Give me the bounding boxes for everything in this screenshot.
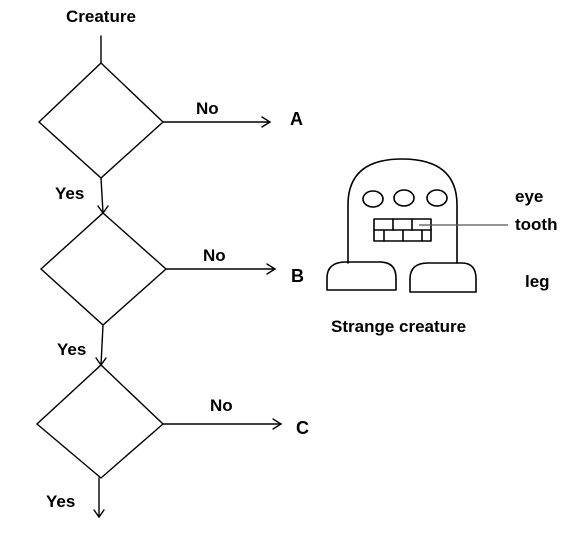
yes-exit-arrowhead (93, 509, 105, 519)
tooth-label: tooth (515, 215, 558, 234)
yes-label-3: Yes (46, 492, 76, 511)
outcome-label-b: B (291, 266, 304, 286)
strange-creature-drawing (326, 158, 477, 293)
yes-label-1: Yes (55, 184, 85, 203)
no-label-1: No (196, 99, 219, 118)
creature-eye-2 (393, 189, 415, 207)
no-branch-arrowhead-3 (272, 418, 283, 430)
decision-diamond-3 (35, 364, 165, 479)
creature-caption: Strange creature (331, 317, 467, 336)
yes-connector-2 (100, 324, 104, 366)
creature-body (347, 158, 458, 264)
creature-leg-left (326, 261, 397, 291)
yes-connector-1 (100, 177, 104, 214)
creature-eye-1 (362, 190, 384, 208)
yes-label-2: Yes (57, 340, 87, 359)
outcome-label-c: C (296, 418, 309, 438)
no-label-3: No (210, 396, 233, 415)
creature-leg-right (409, 262, 477, 293)
no-branch-arrowhead-1 (261, 116, 272, 128)
decision-diamond-1 (37, 62, 165, 179)
no-branch-arrowhead-2 (266, 263, 277, 275)
creature-eye-3 (426, 189, 448, 207)
outcome-label-a: A (290, 109, 303, 129)
decision-diamond-2 (39, 212, 168, 326)
no-label-2: No (203, 246, 226, 265)
leg-label: leg (525, 272, 550, 291)
eye-label: eye (515, 187, 544, 206)
start-label: Creature (66, 7, 136, 26)
